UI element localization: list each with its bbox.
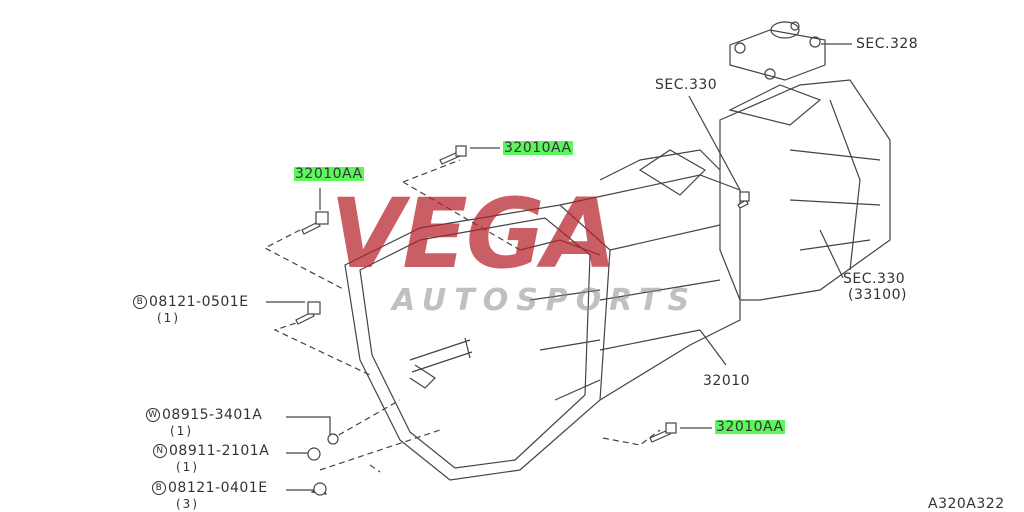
callout-sec328: SEC.328: [856, 36, 919, 52]
hardware-qty: (3): [176, 497, 199, 511]
hardware-part: 08121-0401E: [168, 480, 268, 496]
hardware-qty: (1): [157, 311, 180, 325]
callout-bolt-bottom[interactable]: 32010AA: [715, 419, 785, 435]
diagram-code: A320A322: [928, 496, 1005, 512]
rear-case: [719, 79, 891, 301]
callout-bolt-left[interactable]: 32010AA: [294, 166, 364, 182]
callout-bolt-top[interactable]: 32010AA: [503, 140, 573, 156]
hardware-symbol: B: [133, 295, 147, 309]
hardware-qty: (1): [170, 424, 193, 438]
callout-32010: 32010: [703, 373, 751, 389]
bellhousing: [344, 204, 611, 481]
main-case: [559, 174, 741, 401]
hardware-symbol: N: [153, 444, 167, 458]
hardware-part: 08915-3401A: [162, 407, 263, 423]
top-cover: [729, 29, 826, 81]
callout-sec330-side: SEC.330: [843, 271, 906, 287]
hardware-symbol: B: [152, 481, 166, 495]
hardware-symbol: W: [146, 408, 160, 422]
hardware-part: 08911-2101A: [169, 443, 270, 459]
hardware-part: 08121-0501E: [149, 294, 249, 310]
callout-sec330-side-sub: (33100): [848, 287, 907, 303]
callout-sec330-top: SEC.330: [655, 77, 718, 93]
hardware-qty: (1): [176, 460, 199, 474]
